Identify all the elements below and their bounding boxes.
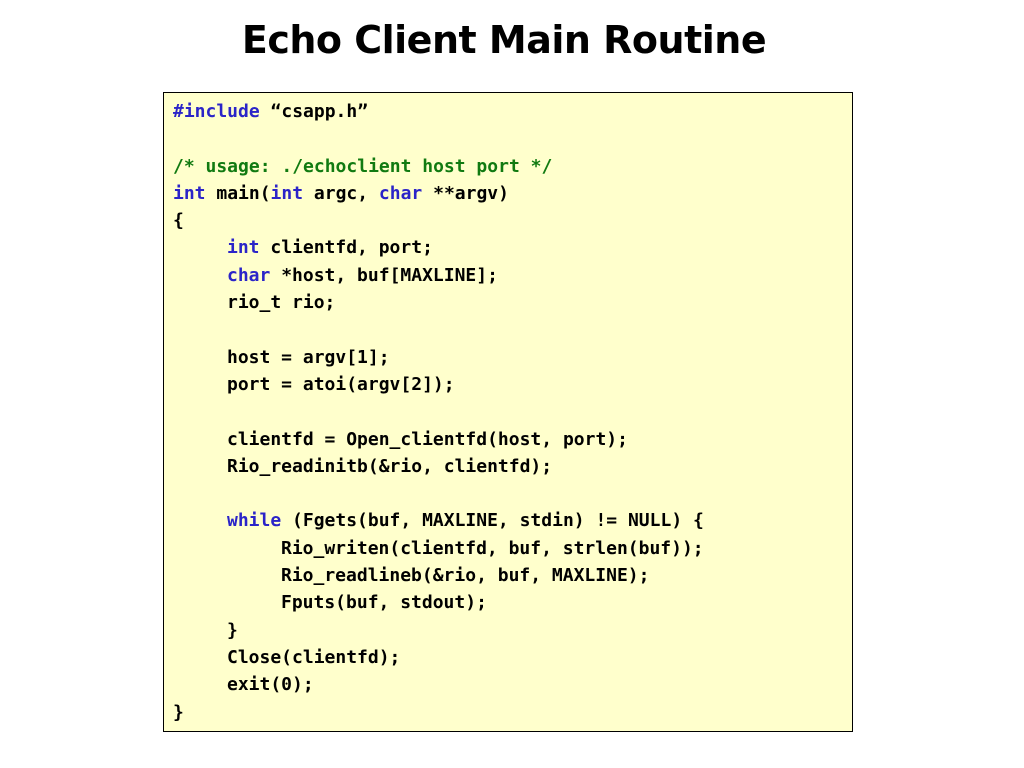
code-line-decl-host: char *host, buf[MAXLINE];	[173, 262, 704, 289]
code-line-decl-rio: rio_t rio;	[227, 292, 336, 314]
code-text: *host, buf[MAXLINE];	[270, 264, 498, 286]
code-line-port-assign: port = atoi(argv[2]);	[227, 373, 455, 395]
code-text: (Fgets(buf, MAXLINE, stdin) != NULL) {	[281, 510, 704, 532]
code-text: “csapp.h”	[259, 101, 369, 122]
code-line-writen: Rio_writen(clientfd, buf, strlen(buf));	[281, 537, 704, 559]
code-line-readinitb: Rio_readinitb(&rio, clientfd);	[227, 455, 553, 477]
code-line-blank	[173, 398, 704, 425]
slide-title: Echo Client Main Routine	[241, 18, 767, 62]
code-line-fputs: Fputs(buf, stdout);	[281, 592, 487, 614]
code-keyword: int	[173, 182, 206, 204]
code-text: argc,	[303, 182, 379, 204]
code-keyword: char	[378, 182, 423, 204]
code-line-exit: exit(0);	[227, 674, 314, 696]
code-line-main-signature: int main(int argc, char **argv)	[173, 180, 704, 207]
code-keyword: char	[227, 264, 271, 286]
code-line-blank	[173, 316, 704, 343]
code-line-open-clientfd: clientfd = Open_clientfd(host, port);	[227, 428, 628, 450]
code-keyword: int	[227, 237, 260, 259]
code-listing-box: #include “csapp.h” /* usage: ./echoclien…	[163, 92, 853, 732]
code-line-include: #include “csapp.h”	[173, 98, 704, 125]
code-text: main(	[205, 182, 271, 204]
code-line-readlineb: Rio_readlineb(&rio, buf, MAXLINE);	[281, 565, 650, 587]
code-line-blank	[173, 125, 704, 152]
code-keyword: #include	[173, 101, 260, 122]
code-line-close: Close(clientfd);	[227, 646, 401, 668]
code-line-close-while: }	[227, 619, 238, 641]
code-line-close-brace: }	[173, 701, 184, 723]
code-line-decl-clientfd: int clientfd, port;	[173, 234, 704, 261]
code-text: **argv)	[422, 182, 509, 204]
code-listing: #include “csapp.h” /* usage: ./echoclien…	[173, 98, 704, 726]
code-line-host-assign: host = argv[1];	[227, 346, 390, 368]
code-line-open-brace: {	[173, 210, 184, 232]
code-text: clientfd, port;	[259, 237, 433, 259]
code-line-while: while (Fgets(buf, MAXLINE, stdin) != NUL…	[173, 507, 704, 534]
code-keyword: int	[270, 182, 304, 204]
code-comment: /* usage: ./echoclient host port */	[173, 155, 553, 177]
code-keyword: while	[227, 510, 282, 532]
code-line-comment: /* usage: ./echoclient host port */	[173, 153, 704, 180]
code-line-blank	[173, 480, 704, 507]
